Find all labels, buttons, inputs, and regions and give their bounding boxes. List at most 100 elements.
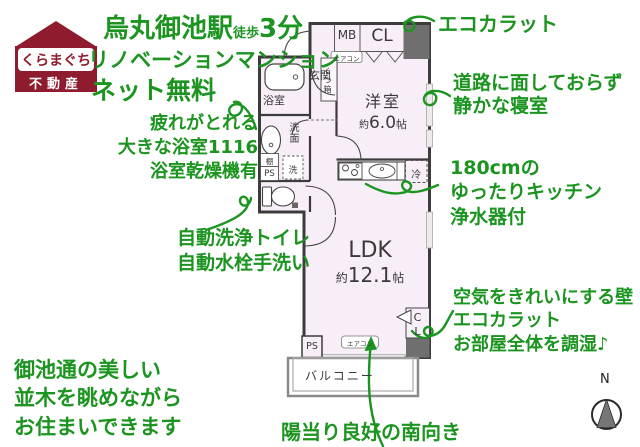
bath-faucet-icon [292, 74, 299, 80]
note-toilet-line2: 自動水栓手洗い [176, 252, 310, 275]
sink-drain-icon [380, 167, 384, 171]
toilet-tank-icon [261, 186, 273, 207]
balcony-outline [286, 356, 420, 398]
washbasin-drain-icon [268, 142, 274, 148]
label-aircon-bottom: エアコン [347, 340, 373, 348]
label-fridge: 冷 [411, 170, 422, 181]
label-washroom: 洗面 [287, 122, 298, 144]
note-bath-line1: 疲れがとれる [150, 113, 258, 134]
entrance-inner-arc [310, 64, 336, 96]
note-eco-wall: 空気をきれいにする壁 エコカラット お部屋全体を調湿♪ [453, 286, 633, 356]
headline-line3: ネット無料 [91, 76, 217, 105]
toilet-bowl-icon [270, 186, 296, 207]
label-shoebox: くつ箱 [323, 66, 332, 94]
label-aircon-top: エアコン [333, 55, 360, 63]
note-eco-wall-line3: お部屋全体を調湿♪ [453, 333, 609, 355]
headline-line1: 烏丸御池駅徒歩3分 [103, 14, 303, 46]
compass-needle-icon [596, 398, 617, 428]
window-right-3 [426, 211, 433, 249]
hanger-icon [395, 309, 412, 325]
note-view-line2: 並木を眺めながら [14, 386, 182, 411]
note-quiet-room: 道路に面しておらず 静かな寝室 [453, 72, 622, 118]
agency-logo: くらまぐち 不動産 [15, 21, 97, 92]
hanger-icon [365, 51, 383, 63]
note-kitchen: 180cmの ゆったりキッチン 浄水器付 [450, 156, 602, 229]
compass-north-label: N [600, 372, 610, 387]
washroom-door-arc [291, 119, 309, 136]
pillar-bottom-right [406, 338, 430, 358]
note-kitchen-line2: ゆったりキッチン [450, 181, 603, 204]
arrow-eco-wall [410, 309, 455, 340]
shoebox-box [320, 57, 338, 102]
ldk-name: LDK [348, 238, 392, 263]
note-toilet-line1: 自動洗浄トイレ [176, 227, 310, 249]
balcony-inner-line [292, 357, 414, 392]
corridor-door-arc [305, 185, 337, 216]
note-ecocarat-top: エコカラット [438, 12, 558, 36]
arrow-kitchen [364, 180, 440, 195]
note-quiet-line1: 道路に面しておらず [453, 72, 623, 94]
note-kitchen-line1: 180cmの [450, 157, 540, 179]
fridge-box [405, 160, 428, 183]
label-entrance: 玄関 [309, 69, 331, 82]
label-cl-top: CL [371, 26, 393, 46]
note-quiet-line2: 静かな寝室 [453, 95, 549, 118]
window-right-2 [426, 129, 433, 148]
arrow-south-head [364, 336, 377, 351]
ldk-size-prefix: 約 [335, 271, 348, 285]
closet-row [334, 24, 404, 63]
washer-box [282, 155, 304, 180]
door-stop [292, 202, 298, 208]
headline-walk: 徒歩 [233, 26, 260, 41]
logo-house-icon: くらまぐち 不動産 [15, 46, 97, 92]
logo-name: くらまぐち [18, 48, 94, 71]
label-balcony: バルコニー [305, 369, 375, 383]
headline-station: 烏丸御池駅 [103, 14, 234, 44]
note-view-line3: お住まいできます [14, 414, 182, 439]
label-ldk: LDK 約12.1帖 [328, 238, 412, 287]
label-ps-bottom: PS [306, 341, 318, 352]
ps-left-box [260, 166, 279, 181]
burner-icon [342, 164, 349, 172]
note-bath-line3: 浴室乾燥機有 [150, 160, 258, 182]
label-bathroom: 浴室 [263, 94, 285, 107]
western-room-size-unit: 帖 [396, 118, 408, 131]
note-view-line1: 御池通の美しい [14, 358, 161, 382]
arrow-toilet [204, 195, 253, 232]
hanger-icon [386, 51, 404, 63]
logo-roof-icon [15, 21, 97, 47]
western-room-size-prefix: 約 [358, 120, 369, 131]
entrance-door-arc [283, 30, 311, 58]
note-bathroom: 疲れがとれる 大きな浴室1116 浴室乾燥機有 [20, 112, 258, 184]
note-toilet: 自動洗浄トイレ 自動水栓手洗い [140, 226, 310, 277]
note-kitchen-line3: 浄水器付 [450, 205, 527, 228]
door-arcs [283, 30, 362, 247]
headline-minutes: 3分 [259, 14, 304, 44]
arrow-south-facing [367, 340, 385, 447]
label-western-room: 洋室 約6.0帖 [340, 88, 426, 133]
headline-line2: リノベーションマンション [88, 48, 340, 72]
western-room-size-value: 6.0 [368, 113, 397, 133]
western-room-door-arc [336, 135, 362, 160]
label-ps-left: PS [264, 169, 275, 179]
note-eco-wall-line2: エコカラット [453, 310, 561, 332]
burner-icon [355, 164, 360, 168]
label-cl-bottom: CL [411, 311, 424, 339]
label-mb: MB [337, 28, 357, 42]
arrow-bathroom [228, 100, 258, 131]
burner-icon [351, 169, 358, 176]
arrow-ecocarat-top [402, 15, 436, 33]
western-room-name: 洋室 [364, 92, 401, 111]
annotation-arrows [204, 15, 455, 447]
logo-type: 不動産 [28, 77, 83, 92]
note-bath-line2: 大きな浴室1116 [117, 136, 258, 158]
aircon-top-box [330, 51, 363, 63]
bathtub-icon [264, 63, 305, 91]
note-eco-wall-line1: 空気をきれいにする壁 [453, 287, 634, 308]
arrow-quiet-room [422, 89, 452, 107]
corridor-door-arc [305, 216, 337, 247]
ldk-size-value: 12.1 [347, 263, 393, 287]
label-washer: 洗 [288, 166, 298, 176]
